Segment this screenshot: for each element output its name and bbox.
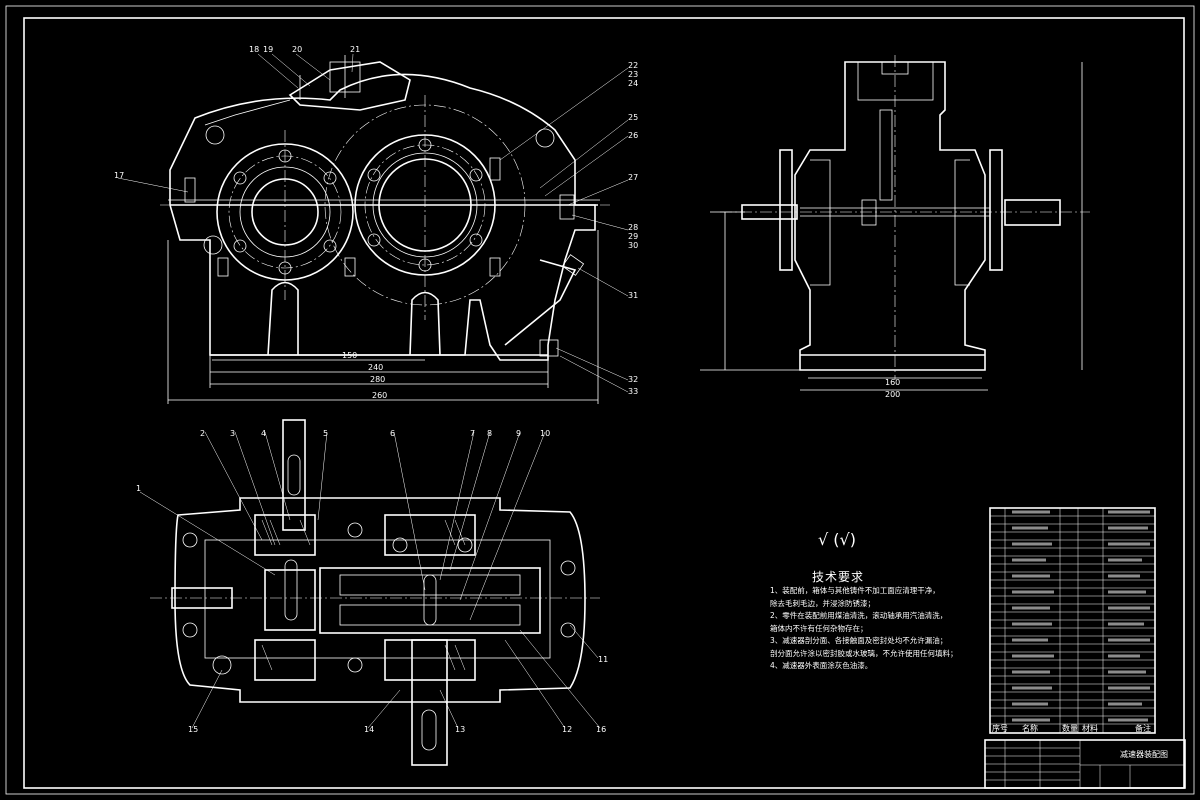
- title-block: 减速器装配图: [984, 739, 1186, 789]
- dim-260: 260: [372, 391, 387, 400]
- label-8: 8: [487, 429, 492, 438]
- label-28: 28: [628, 223, 638, 232]
- label-33: 33: [628, 387, 638, 396]
- top-leaders: [139, 431, 601, 729]
- dim-150: 150: [342, 351, 357, 360]
- parts-list-header: 序号 名称 数量 材料 备注: [992, 723, 1151, 733]
- req-line: 4、减速器外表面涂灰色油漆。: [770, 661, 873, 670]
- front-leaders: [117, 53, 629, 393]
- label-18: 18: [249, 45, 259, 54]
- req-line: 3、减速器剖分面、各接触面及密封处均不允许漏油；: [770, 636, 948, 645]
- top-view: [150, 419, 600, 766]
- req-line: 2、零件在装配前用煤油清洗，滚动轴承用汽油清洗，: [770, 611, 948, 620]
- front-view: 150 240 280 260: [160, 55, 610, 404]
- label-20: 20: [292, 45, 302, 54]
- label-7: 7: [470, 429, 475, 438]
- label-2: 2: [200, 429, 205, 438]
- req-line: 1、装配前，箱体与其他铸件不加工面应清理干净，: [770, 586, 940, 595]
- label-17: 17: [114, 171, 124, 180]
- label-15: 15: [188, 725, 198, 734]
- label-21: 21: [350, 45, 360, 54]
- header-name: 名称: [1022, 723, 1038, 733]
- label-5: 5: [323, 429, 328, 438]
- header-remark: 备注: [1135, 723, 1151, 733]
- label-24: 24: [628, 79, 638, 88]
- tech-requirements: 1、装配前，箱体与其他铸件不加工面应清理干净， 除去毛刺毛边，并浸涂防锈漆； 2…: [770, 585, 980, 673]
- label-10: 10: [540, 429, 550, 438]
- tech-requirements-title: 技术要求: [812, 570, 865, 584]
- label-27: 27: [628, 173, 638, 182]
- label-4: 4: [261, 429, 266, 438]
- label-23: 23: [628, 70, 638, 79]
- label-13: 13: [455, 725, 465, 734]
- dim-160: 160: [885, 378, 900, 387]
- inner-border: [23, 17, 1185, 789]
- side-view: 160 200: [700, 55, 1090, 399]
- req-line: 除去毛刺毛边，并浸涂防锈漆；: [770, 598, 875, 608]
- front-dimensions: [167, 230, 599, 404]
- label-12: 12: [562, 725, 572, 734]
- label-25: 25: [628, 113, 638, 122]
- header-material: 材料: [1082, 723, 1098, 733]
- label-30: 30: [628, 241, 638, 250]
- dim-240: 240: [368, 363, 383, 372]
- req-line: 箱体内不许有任何杂物存在；: [770, 623, 868, 633]
- label-11: 11: [598, 655, 608, 664]
- label-3: 3: [230, 429, 235, 438]
- label-6: 6: [390, 429, 395, 438]
- dim-200: 200: [885, 390, 900, 399]
- label-14: 14: [364, 725, 374, 734]
- dim-280: 280: [370, 375, 385, 384]
- label-19: 19: [263, 45, 273, 54]
- label-22: 22: [628, 61, 638, 70]
- outer-border: [5, 5, 1195, 795]
- req-line: 剖分面允许涂以密封胶或水玻璃，不允许使用任何填料；: [770, 648, 958, 658]
- label-31: 31: [628, 291, 638, 300]
- header-qty: 数量: [1062, 723, 1078, 733]
- parts-list-table: [989, 507, 1156, 734]
- drawing-name: 减速器装配图: [1120, 749, 1168, 759]
- header-index: 序号: [992, 723, 1008, 733]
- label-9: 9: [516, 429, 521, 438]
- surface-finish-symbol: √ (√): [818, 530, 856, 549]
- label-26: 26: [628, 131, 638, 140]
- label-29: 29: [628, 232, 638, 241]
- label-1: 1: [136, 484, 141, 493]
- label-32: 32: [628, 375, 638, 384]
- label-16: 16: [596, 725, 606, 734]
